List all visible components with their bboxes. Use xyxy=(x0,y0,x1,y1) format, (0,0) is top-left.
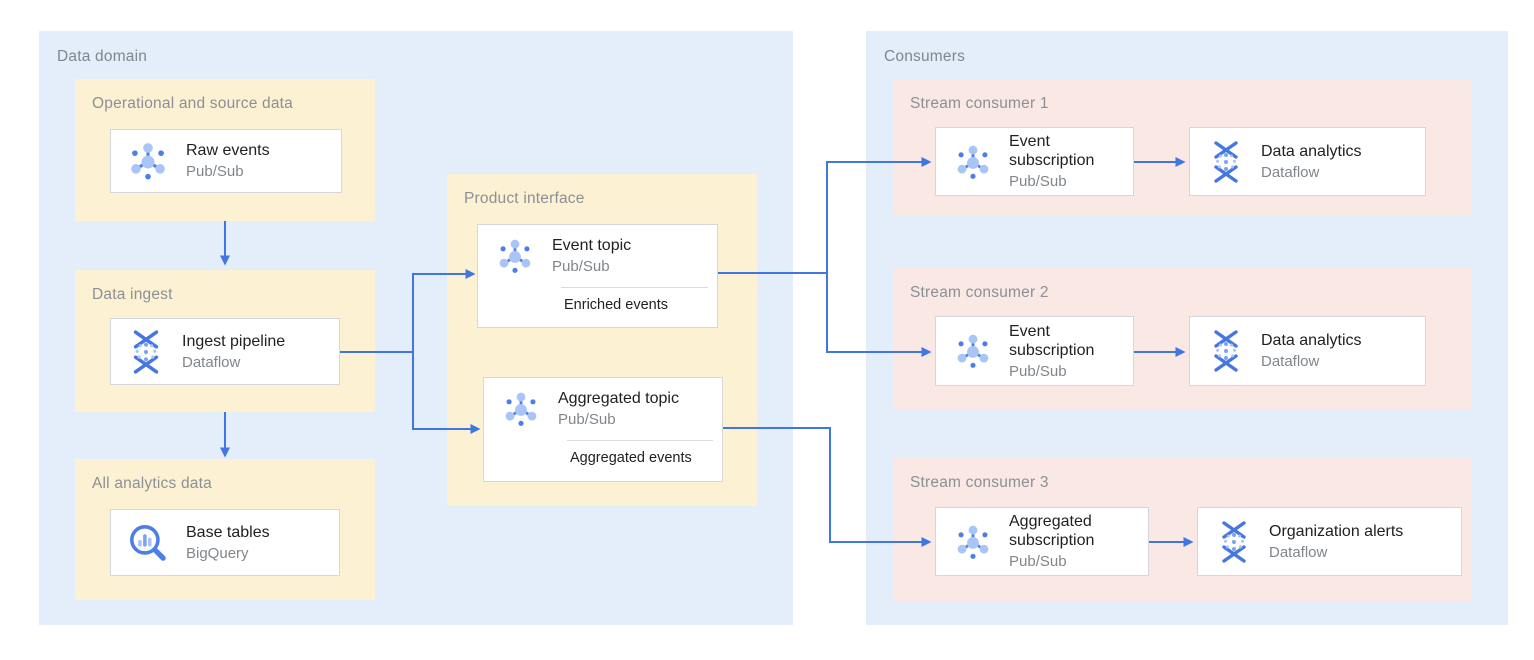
dataflow-icon xyxy=(1214,519,1254,565)
divider xyxy=(567,440,713,441)
group-stream-consumer-1: Stream consumer 1 Event subscription Pub… xyxy=(893,79,1472,215)
data-domain-label: Data domain xyxy=(57,48,148,65)
card-organization-alerts: Organization alerts Dataflow xyxy=(1197,507,1462,576)
dataflow-icon xyxy=(125,328,167,376)
card-event-topic-text: Event topic Pub/Sub xyxy=(552,236,717,276)
stream-consumer-1-label: Stream consumer 1 xyxy=(910,95,1049,112)
card-subtitle: Dataflow xyxy=(1269,543,1328,561)
card-subtitle: Pub/Sub xyxy=(186,163,244,180)
card-subtitle: Pub/Sub xyxy=(1009,553,1067,570)
card-subtitle: Pub/Sub xyxy=(1009,173,1067,190)
card-title: Organization alerts xyxy=(1269,522,1404,540)
card-data-analytics-2-text: Data analytics Dataflow xyxy=(1261,331,1419,371)
card-organization-alerts-text: Organization alerts Dataflow xyxy=(1269,522,1455,562)
card-aggregated-subscription: Aggregated subscription Pub/Sub xyxy=(935,507,1149,576)
card-title: Event topic xyxy=(552,237,632,254)
group-all-analytics-data: All analytics data Base tables BigQuery xyxy=(75,459,375,600)
card-subtitle: Pub/Sub xyxy=(1009,362,1067,380)
dataflow-icon xyxy=(1206,328,1246,374)
group-operational-label: Operational and source data xyxy=(92,95,294,112)
card-event-topic: Event topic Pub/Sub Enriched events xyxy=(477,224,718,328)
pubsub-icon xyxy=(494,235,536,277)
stream-consumer-3-label: Stream consumer 3 xyxy=(910,474,1049,491)
card-title: Aggregated subscription xyxy=(1009,513,1095,549)
bigquery-icon xyxy=(125,520,171,566)
group-analytics-label: All analytics data xyxy=(92,475,212,492)
card-subtitle: Pub/Sub xyxy=(558,411,616,428)
group-stream-consumer-2: Stream consumer 2 Event subscription Pub… xyxy=(893,268,1472,410)
group-product-interface: Product interface Event topic Pub/Sub En… xyxy=(447,174,757,506)
card-title: Raw events xyxy=(186,142,270,159)
card-data-analytics-1-text: Data analytics Dataflow xyxy=(1261,142,1419,182)
group-stream-consumer-3: Stream consumer 3 Aggregated subscriptio… xyxy=(893,458,1472,601)
card-aggregated-topic-top: Aggregated topic Pub/Sub xyxy=(484,378,722,440)
card-aggregated-topic: Aggregated topic Pub/Sub Aggregated even… xyxy=(483,377,723,482)
card-aggregated-subscription-text: Aggregated subscription Pub/Sub xyxy=(1009,512,1142,571)
pubsub-icon xyxy=(500,388,542,430)
pubsub-icon xyxy=(952,521,994,563)
stream-consumer-2-label: Stream consumer 2 xyxy=(910,284,1049,301)
group-data-ingest: Data ingest Ingest pipeline Dataflow xyxy=(75,270,375,412)
group-operational-source-data: Operational and source data Raw events P… xyxy=(75,79,375,221)
card-title: Event subscription xyxy=(1009,322,1095,359)
card-data-analytics-2: Data analytics Dataflow xyxy=(1189,316,1426,386)
card-data-analytics-1: Data analytics Dataflow xyxy=(1189,127,1426,196)
card-subtitle: Dataflow xyxy=(1261,353,1320,370)
card-event-subscription-2-text: Event subscription Pub/Sub xyxy=(1009,322,1127,381)
card-event-topic-top: Event topic Pub/Sub xyxy=(478,225,717,287)
card-event-subscription-1: Event subscription Pub/Sub xyxy=(935,127,1134,196)
card-raw-events: Raw events Pub/Sub xyxy=(110,129,342,193)
group-product-interface-label: Product interface xyxy=(464,190,585,207)
data-domain-zone: Data domain Operational and source data … xyxy=(39,31,793,625)
pubsub-icon xyxy=(952,330,994,372)
card-title: Base tables xyxy=(186,523,270,541)
card-subtitle: Dataflow xyxy=(182,353,241,371)
consumers-zone: Consumers Stream consumer 1 Event subscr… xyxy=(866,31,1508,625)
card-ingest-pipeline-text: Ingest pipeline Dataflow xyxy=(182,332,333,372)
card-subtitle: Dataflow xyxy=(1261,163,1320,181)
card-title: Ingest pipeline xyxy=(182,332,286,350)
card-subtitle: BigQuery xyxy=(186,544,249,562)
card-title: Aggregated topic xyxy=(558,390,679,407)
card-base-tables: Base tables BigQuery xyxy=(110,509,340,576)
dataflow-icon xyxy=(1206,139,1246,185)
card-base-tables-text: Base tables BigQuery xyxy=(186,523,333,563)
pubsub-icon xyxy=(952,141,994,183)
consumers-label: Consumers xyxy=(884,48,966,65)
pubsub-icon xyxy=(125,138,171,184)
card-aggregated-topic-text: Aggregated topic Pub/Sub xyxy=(558,389,722,429)
card-title: Data analytics xyxy=(1261,332,1362,349)
card-title: Data analytics xyxy=(1261,142,1362,160)
card-subtitle: Pub/Sub xyxy=(552,258,610,275)
card-event-subscription-1-text: Event subscription Pub/Sub xyxy=(1009,132,1127,191)
card-event-subscription-2: Event subscription Pub/Sub xyxy=(935,316,1134,386)
aggregated-topic-tag: Aggregated events xyxy=(570,450,692,466)
card-ingest-pipeline: Ingest pipeline Dataflow xyxy=(110,318,340,385)
event-topic-tag: Enriched events xyxy=(564,297,668,313)
divider xyxy=(561,287,708,288)
card-raw-events-text: Raw events Pub/Sub xyxy=(186,141,335,181)
card-title: Event subscription xyxy=(1009,133,1095,169)
group-data-ingest-label: Data ingest xyxy=(92,286,173,303)
